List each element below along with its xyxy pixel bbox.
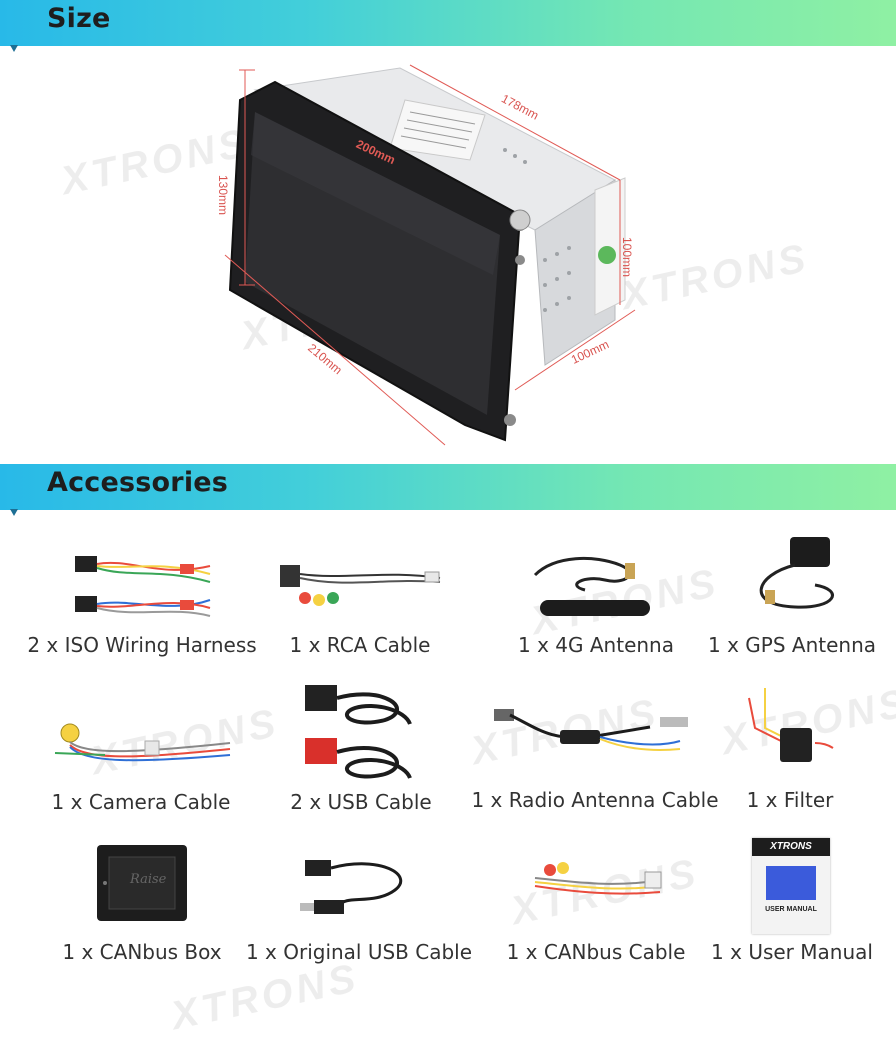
size-section-title: Size bbox=[47, 3, 111, 34]
accessory-label: 1 x Camera Cable bbox=[51, 790, 231, 814]
usb-cable-icon bbox=[305, 685, 412, 779]
original-usb-cable-icon bbox=[300, 860, 403, 914]
accessories-section-banner: Accessories bbox=[0, 464, 896, 516]
accessory-label: 1 x CANbus Box bbox=[62, 940, 222, 964]
accessory-label: 1 x User Manual bbox=[711, 940, 873, 964]
accessory-label: 1 x Radio Antenna Cable bbox=[471, 788, 719, 812]
accessory-label: 1 x GPS Antenna bbox=[708, 633, 876, 657]
manual-title-text: USER MANUAL bbox=[765, 906, 817, 913]
unit-height-dimension-label: 100mm bbox=[620, 236, 635, 278]
size-section-banner: Size bbox=[0, 0, 896, 52]
head-unit-illustration bbox=[224, 64, 636, 446]
radio-antenna-cable-icon bbox=[494, 709, 688, 751]
accessory-label: 2 x ISO Wiring Harness bbox=[27, 633, 257, 657]
rca-cable-icon bbox=[280, 565, 441, 606]
product-dimension-drawing: 178mm 130mm 210mm 100mm 100mm 200mm bbox=[215, 60, 655, 450]
camera-cable-icon bbox=[54, 723, 231, 762]
filter-icon bbox=[748, 688, 834, 762]
wiring-harness-icon bbox=[75, 556, 211, 617]
accessory-label: 1 x 4G Antenna bbox=[518, 633, 674, 657]
accessory-label: 1 x Filter bbox=[746, 788, 834, 812]
accessory-label: 2 x USB Cable bbox=[290, 790, 432, 814]
accessory-label: 1 x CANbus Cable bbox=[506, 940, 686, 964]
canbus-box-brand-label: Raise bbox=[130, 872, 167, 887]
accessory-label: 1 x RCA Cable bbox=[289, 633, 431, 657]
user-manual-icon: XTRONS USER MANUAL bbox=[752, 838, 830, 934]
height-dimension-label: 130mm bbox=[216, 174, 231, 216]
accessories-section-title: Accessories bbox=[47, 467, 229, 498]
manual-brand-text: XTRONS bbox=[770, 841, 812, 852]
canbus-box-icon bbox=[97, 845, 187, 921]
watermark-text: XTRONS bbox=[167, 955, 364, 1039]
gps-antenna-icon bbox=[759, 537, 834, 609]
accessory-label: 1 x Original USB Cable bbox=[245, 940, 473, 964]
canbus-cable-icon bbox=[534, 862, 662, 895]
4g-antenna-icon bbox=[533, 556, 650, 616]
